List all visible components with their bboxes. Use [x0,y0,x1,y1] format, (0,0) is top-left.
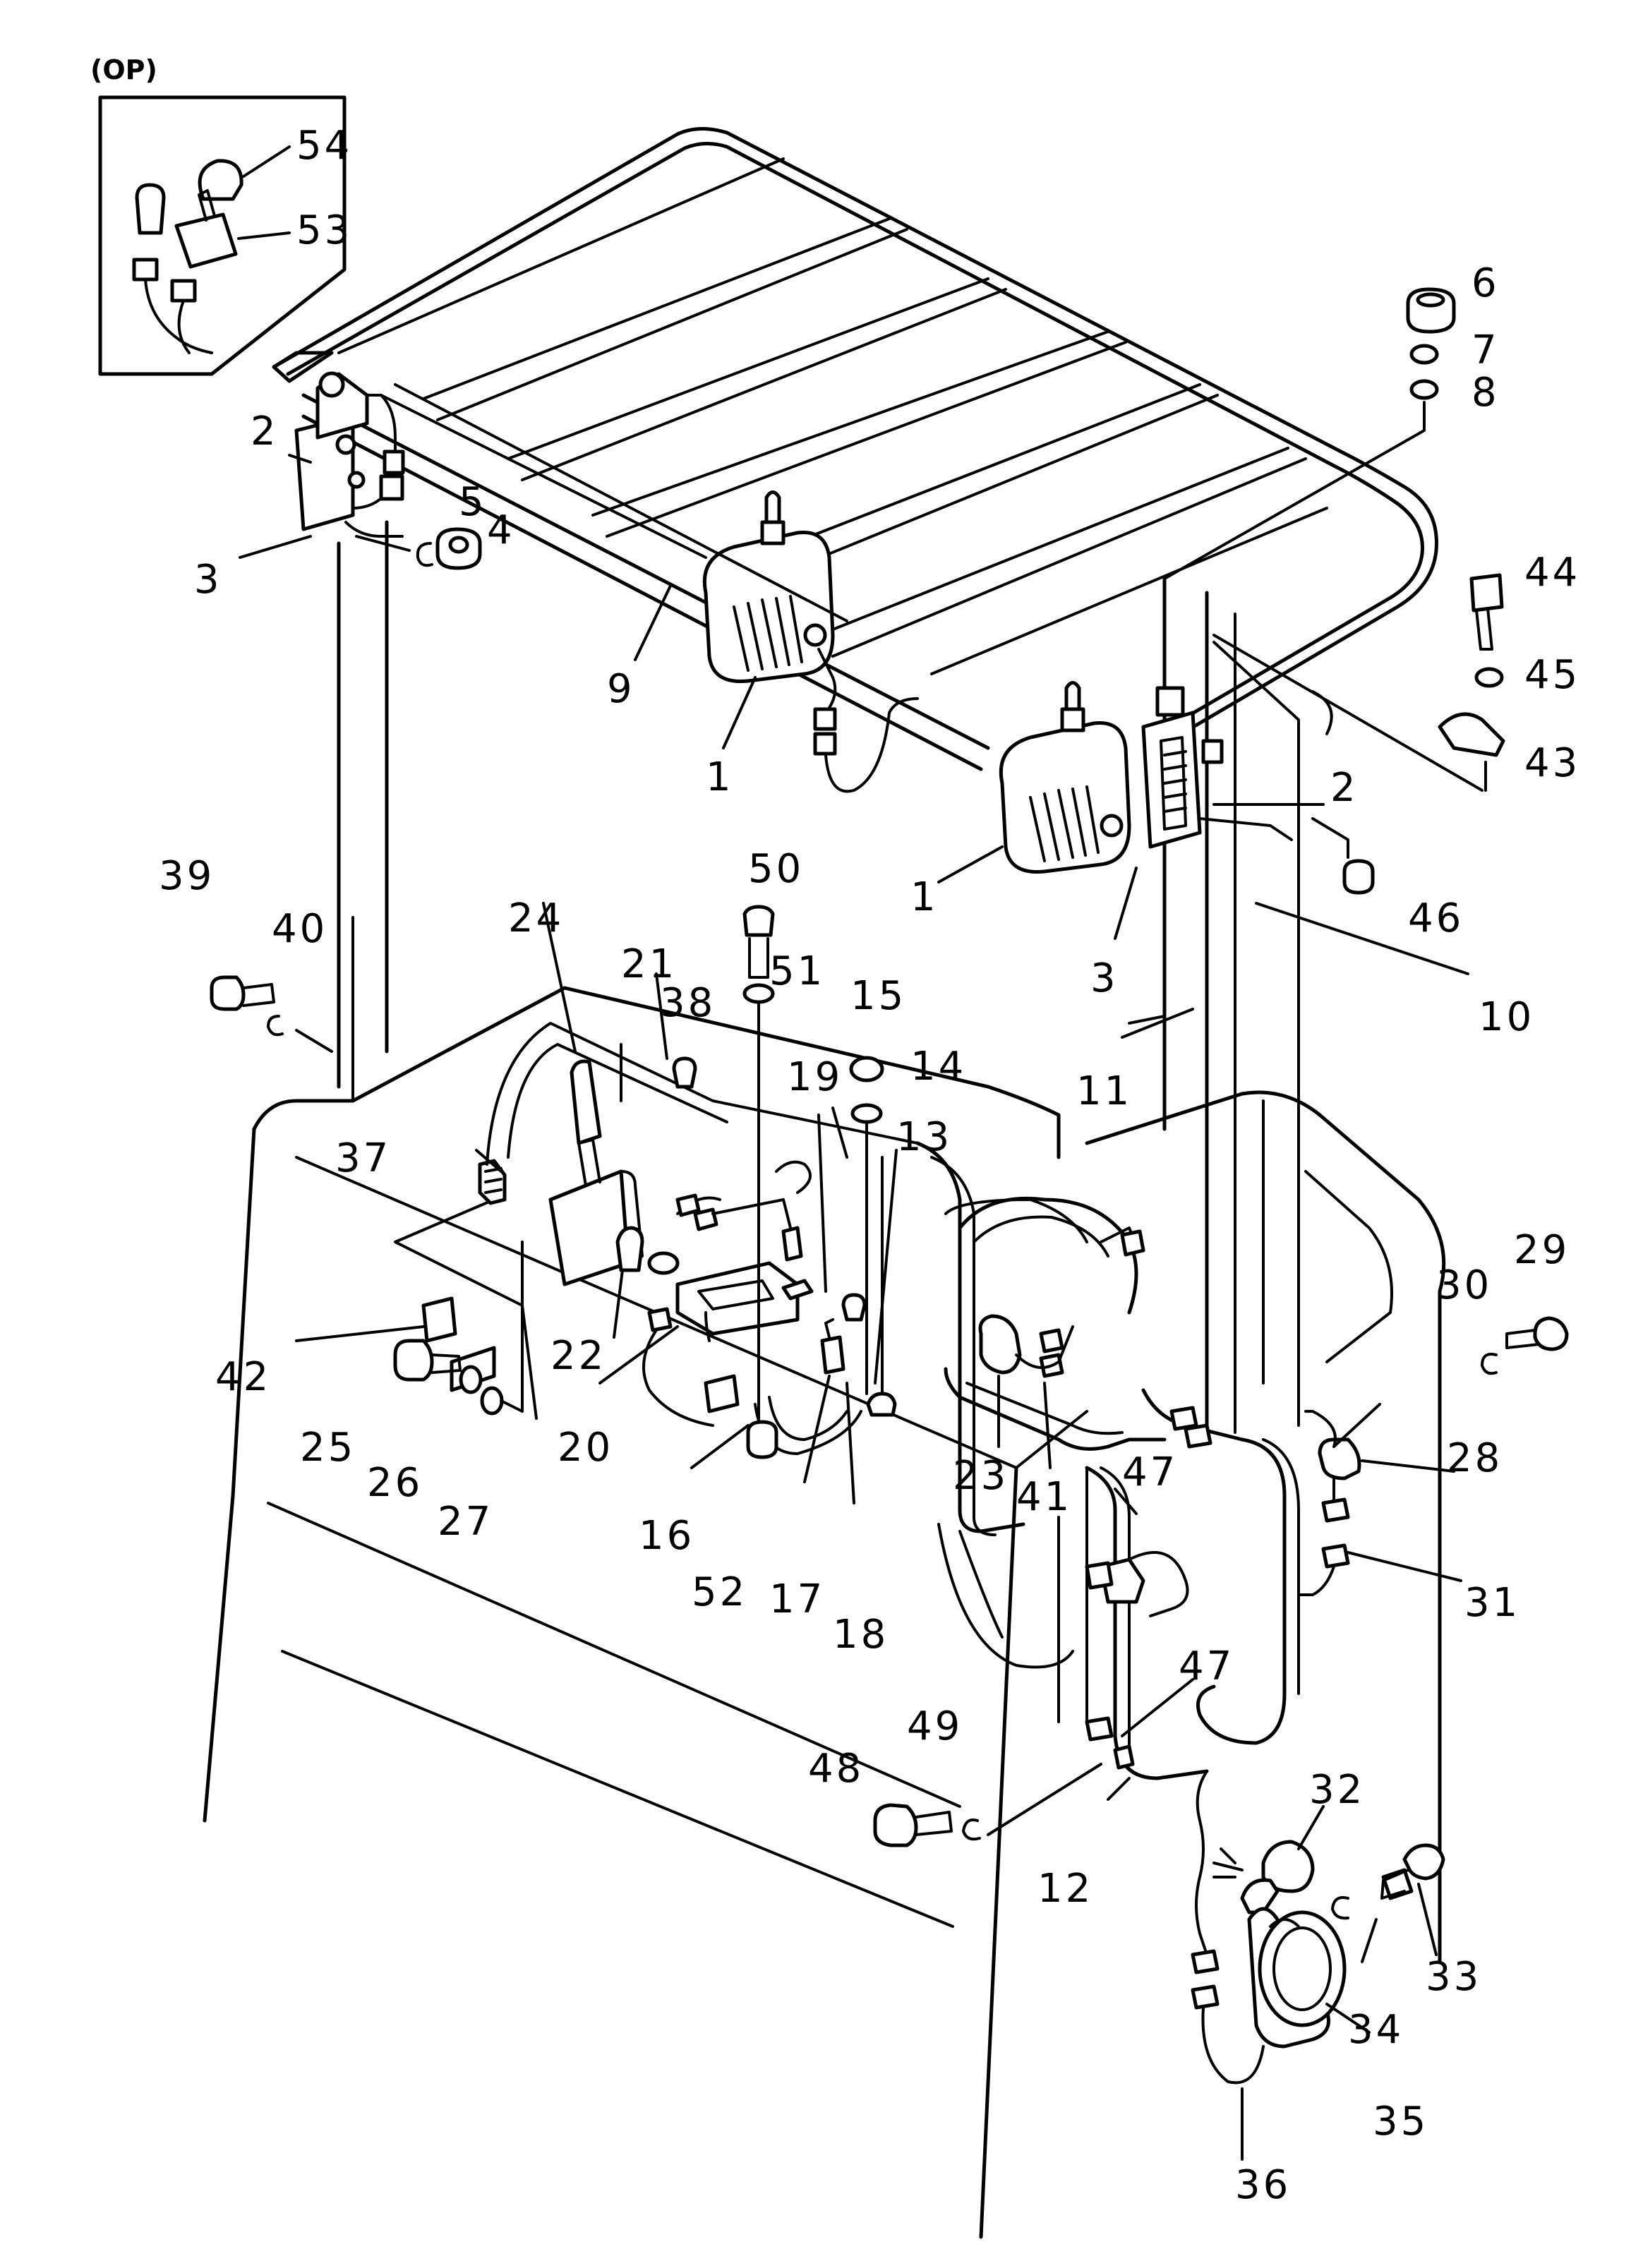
callout-52: 52 [692,1569,747,1615]
leader-lines [239,454,1469,2161]
callout-35: 35 [1373,2099,1428,2145]
work-lamp-left [702,490,919,793]
callout-16: 16 [639,1513,694,1559]
lamp-socket-part [135,183,166,235]
option-label: (OP) [90,54,157,85]
callout-5: 5 [459,479,487,525]
callout-49: 49 [907,1703,963,1749]
callout-44: 44 [1524,550,1580,596]
callout-12: 12 [1037,1866,1093,1912]
connector-part [132,258,159,282]
callout-40: 40 [272,906,327,952]
callout-37: 37 [335,1135,391,1181]
callout-2b: 2 [1330,765,1359,811]
truck-body [203,986,1446,2239]
callout-18: 18 [833,1612,889,1658]
center-fittings [672,905,884,1459]
callout-8: 8 [1471,370,1500,416]
callout-22: 22 [550,1333,606,1379]
callout-54: 54 [296,123,352,169]
callout-43: 43 [1524,740,1580,786]
callout-25: 25 [300,1425,356,1471]
callout-51: 51 [769,948,825,994]
callout-47: 47 [1122,1449,1178,1495]
callout-33: 33 [1426,1954,1481,2000]
wire-harness [915,1141,1381,1780]
callout-48: 48 [808,1746,864,1792]
left-bracket [294,371,848,622]
option-inset: (OP) [90,54,347,376]
callout-4: 4 [487,507,515,553]
callout-26: 26 [367,1460,423,1506]
callout-53: 53 [296,207,352,253]
callout-38: 38 [660,980,716,1026]
callout-36: 36 [1235,2162,1291,2208]
callout-41: 41 [1016,1474,1072,1520]
connector-part [170,279,197,303]
callout-46: 46 [1408,895,1464,941]
callout-23: 23 [953,1453,1009,1499]
callout-47b: 47 [1179,1643,1234,1689]
callout-1b: 1 [910,874,939,920]
bulb-part [198,159,243,201]
callout-29: 29 [1514,1227,1570,1273]
callout-2: 2 [251,409,279,454]
callout-7: 7 [1471,327,1500,373]
callout-27: 27 [438,1499,493,1545]
callout-10: 10 [1479,994,1534,1040]
callout-30: 30 [1436,1262,1492,1308]
callout-15: 15 [850,973,906,1019]
overhead-guard [272,126,1483,1442]
callout-3b: 3 [1090,955,1119,1001]
callout-19: 19 [787,1054,843,1100]
callout-42: 42 [215,1354,271,1400]
callout-17: 17 [769,1576,825,1622]
callout-31: 31 [1464,1580,1520,1626]
callout-34: 34 [1348,2007,1404,2053]
callout-3: 3 [194,557,222,603]
right-bracket [1141,686,1224,849]
toggle-switch-part [174,212,238,269]
callout-50: 50 [748,846,804,892]
callout-39: 39 [159,853,215,899]
left-hardware [210,527,482,1053]
callout-32: 32 [1309,1767,1365,1813]
callout-1: 1 [706,754,734,800]
callout-24: 24 [508,895,564,941]
callout-14: 14 [910,1044,966,1090]
callout-9: 9 [607,666,635,712]
work-lamp-right [999,681,1131,874]
callout-45: 45 [1524,652,1580,698]
callout-21: 21 [621,941,677,987]
callout-20: 20 [558,1425,613,1471]
callout-6: 6 [1471,260,1500,306]
horn-assembly [873,1316,1569,2085]
callout-28: 28 [1447,1435,1503,1481]
callout-13: 13 [896,1114,952,1160]
callout-labels: 54 53 6 7 8 2 5 4 3 44 45 9 1 43 1 2 39 … [159,123,1580,2208]
right-hardware [1163,287,1505,895]
callout-11: 11 [1076,1068,1132,1114]
